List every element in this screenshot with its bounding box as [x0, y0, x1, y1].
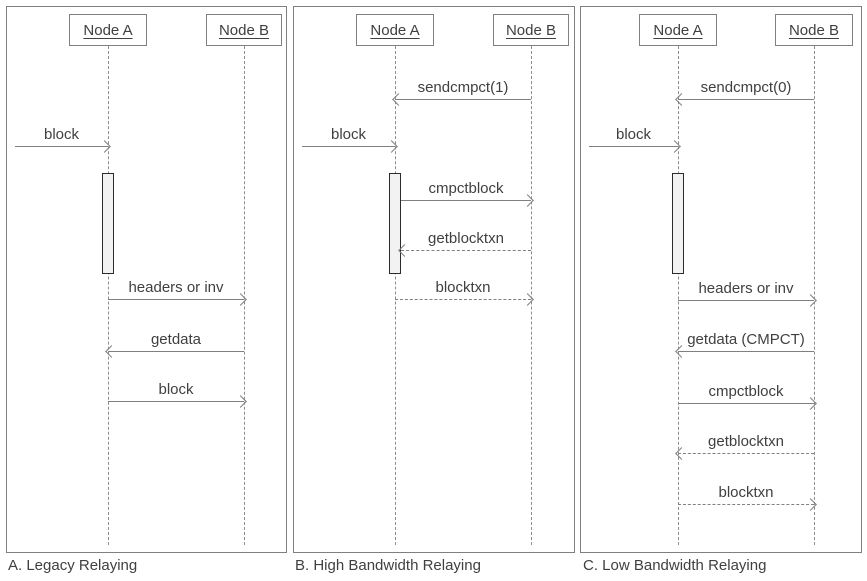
activation-bar [389, 173, 401, 274]
message-getblocktxn: getblocktxn [678, 432, 814, 454]
activation-bar [672, 173, 684, 274]
message-label: blocktxn [435, 279, 491, 296]
actor-label: Node A [370, 21, 420, 39]
message-label: cmpctblock [708, 383, 784, 400]
arrow-left-icon [401, 250, 531, 251]
message-label: cmpctblock [428, 180, 504, 197]
message-block: block [108, 380, 244, 402]
lifeline-node-b [814, 46, 815, 545]
message-label: block [158, 381, 194, 398]
actor-label: Node B [218, 21, 270, 39]
caption-low-bandwidth-relaying: C. Low Bandwidth Relaying [583, 557, 767, 574]
message-sendcmpct-1: sendcmpct(1) [395, 78, 531, 100]
arrow-left-icon [108, 351, 244, 352]
message-label: headers or inv [698, 280, 794, 297]
message-headers-or-inv: headers or inv [108, 278, 244, 300]
panel-legacy-relaying: Node A Node B block headers or inv getda… [6, 6, 287, 553]
arrow-right-icon [108, 401, 244, 402]
message-block-external: block [302, 125, 395, 147]
message-block-external: block [589, 125, 678, 147]
panel-high-bandwidth-relaying: Node A Node B sendcmpct(1) block cmpctbl… [293, 6, 575, 553]
message-label: getblocktxn [428, 230, 504, 247]
lifeline-node-b [244, 46, 245, 545]
actor-label: Node B [788, 21, 840, 39]
message-label: sendcmpct(0) [700, 79, 792, 96]
actor-box-node-a: Node A [356, 14, 434, 46]
lifeline-node-a [678, 46, 679, 545]
arrow-left-icon [678, 99, 814, 100]
message-block-external: block [15, 125, 108, 147]
arrow-right-icon [678, 504, 814, 505]
arrow-right-icon [401, 200, 531, 201]
message-cmpctblock: cmpctblock [678, 382, 814, 404]
arrow-right-icon [678, 300, 814, 301]
message-label: block [330, 126, 367, 143]
arrow-right-icon [15, 146, 108, 147]
actor-label: Node A [653, 21, 703, 39]
message-label: getblocktxn [708, 433, 784, 450]
arrow-left-icon [678, 351, 814, 352]
caption-high-bandwidth-relaying: B. High Bandwidth Relaying [295, 557, 481, 574]
arrow-left-icon [395, 99, 531, 100]
actor-box-node-a: Node A [639, 14, 717, 46]
message-getdata: getdata [108, 330, 244, 352]
activation-bar [102, 173, 114, 274]
message-label: headers or inv [128, 279, 224, 296]
arrow-right-icon [108, 299, 244, 300]
message-label: getdata (CMPCT) [687, 331, 805, 348]
lifeline-node-a [395, 46, 396, 545]
caption-legacy-relaying: A. Legacy Relaying [8, 557, 138, 574]
actor-box-node-b: Node B [775, 14, 853, 46]
arrow-right-icon [302, 146, 395, 147]
arrow-right-icon [589, 146, 678, 147]
message-blocktxn: blocktxn [395, 278, 531, 300]
lifeline-node-a [108, 46, 109, 545]
message-label: getdata [150, 331, 202, 348]
message-cmpctblock: cmpctblock [401, 179, 531, 201]
actor-box-node-b: Node B [493, 14, 569, 46]
lifeline-node-b [531, 46, 532, 545]
message-sendcmpct-0: sendcmpct(0) [678, 78, 814, 100]
message-headers-or-inv: headers or inv [678, 279, 814, 301]
actor-box-node-a: Node A [69, 14, 147, 46]
message-getblocktxn: getblocktxn [401, 229, 531, 251]
message-label: block [43, 126, 80, 143]
message-label: block [615, 126, 652, 143]
arrow-right-icon [678, 403, 814, 404]
arrow-right-icon [395, 299, 531, 300]
message-label: blocktxn [718, 484, 774, 501]
actor-box-node-b: Node B [206, 14, 282, 46]
actor-label: Node A [83, 21, 133, 39]
message-blocktxn: blocktxn [678, 483, 814, 505]
message-getdata-cmpct: getdata (CMPCT) [678, 330, 814, 352]
message-label: sendcmpct(1) [417, 79, 509, 96]
panel-low-bandwidth-relaying: Node A Node B sendcmpct(0) block headers… [580, 6, 862, 553]
actor-label: Node B [505, 21, 557, 39]
arrow-left-icon [678, 453, 814, 454]
